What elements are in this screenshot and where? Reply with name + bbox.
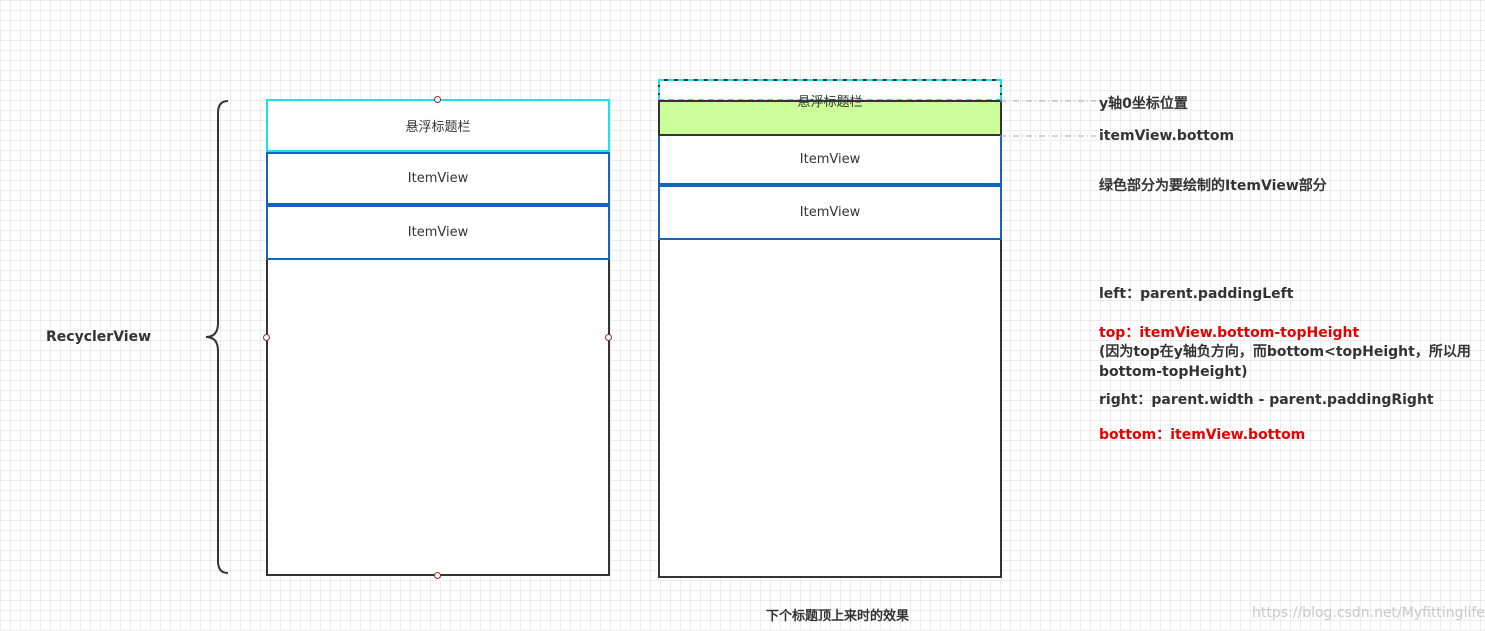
left-item-view-2-label: ItemView bbox=[407, 225, 469, 240]
right-sticky-header-label: 悬浮标题栏 bbox=[797, 95, 863, 110]
left-sticky-header-label: 悬浮标题栏 bbox=[405, 120, 471, 135]
right-item-view-2: ItemView bbox=[658, 186, 1002, 240]
left-empty-area bbox=[268, 260, 608, 574]
leader-lines bbox=[1000, 100, 1096, 137]
right-formula: right：parent.width - parent.paddingRight bbox=[1099, 392, 1434, 408]
right-recyclerview-frame bbox=[658, 79, 1002, 578]
right-item-view-2-label: ItemView bbox=[799, 205, 861, 220]
bottom-formula: bottom：itemView.bottom bbox=[1099, 427, 1306, 443]
right-diagram-caption: 下个标题顶上来时的效果 bbox=[766, 609, 910, 624]
curly-brace-icon bbox=[205, 100, 229, 574]
y-axis-zero-label: y轴0坐标位置 bbox=[1099, 96, 1188, 112]
right-item-view-1: ItemView bbox=[658, 136, 1002, 186]
recyclerview-label: RecyclerView bbox=[46, 329, 152, 345]
left-formula: left：parent.paddingLeft bbox=[1099, 286, 1294, 302]
selection-handle bbox=[434, 572, 441, 579]
item-bottom-label: itemView.bottom bbox=[1099, 128, 1235, 144]
left-item-view-1-label: ItemView bbox=[407, 171, 469, 186]
left-sticky-header: 悬浮标题栏 bbox=[266, 99, 610, 152]
left-item-view-1: ItemView bbox=[266, 152, 610, 206]
green-note: 绿色部分为要绘制的ItemView部分 bbox=[1099, 178, 1327, 194]
left-item-view-2: ItemView bbox=[266, 206, 610, 260]
selection-handle bbox=[263, 334, 270, 341]
right-item-view-1-label: ItemView bbox=[799, 152, 861, 167]
top-explanation: (因为top在y轴负方向，而bottom<topHeight，所以用bottom… bbox=[1099, 344, 1471, 380]
top-formula: top：itemView.bottom-topHeight bbox=[1099, 325, 1360, 341]
green-drawn-item-part bbox=[658, 100, 1002, 136]
watermark: https://blog.csdn.net/Myfittinglife bbox=[1252, 605, 1485, 621]
selection-handle bbox=[434, 96, 441, 103]
selection-handle bbox=[605, 334, 612, 341]
